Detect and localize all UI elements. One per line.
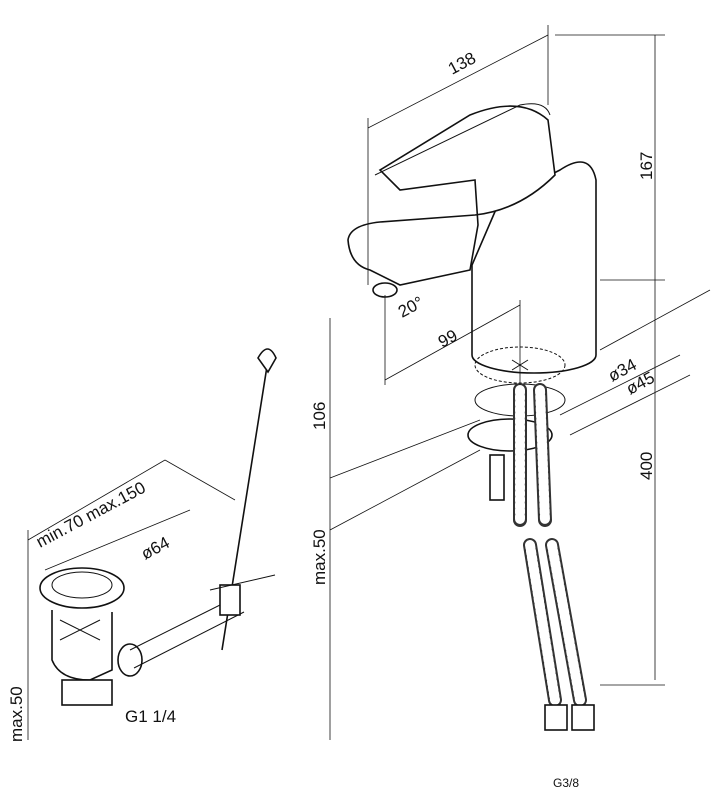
label-spout-reach: 99 <box>435 326 461 352</box>
label-faucet-depth: 138 <box>445 48 479 78</box>
label-drain-diameter: ø64 <box>138 533 173 564</box>
dimension-lines <box>27 25 711 740</box>
label-faucet-height: 167 <box>637 152 656 180</box>
label-spout-angle: 20° <box>395 293 427 322</box>
drain-assembly <box>39 348 277 706</box>
label-spout-clearance: 106 <box>310 402 329 430</box>
label-drain-thread: G1 1/4 <box>125 707 176 726</box>
label-max-counter-thickness: max.50 <box>310 529 329 585</box>
label-drain-rod-range: min.70 max.150 <box>33 478 149 552</box>
label-hose-thread: G3/8 <box>553 776 579 790</box>
label-hose-length: 400 <box>637 452 656 480</box>
faucet-body <box>347 103 597 384</box>
mounting-kit <box>467 383 595 731</box>
label-drain-max-thickness: max.50 <box>7 686 26 742</box>
